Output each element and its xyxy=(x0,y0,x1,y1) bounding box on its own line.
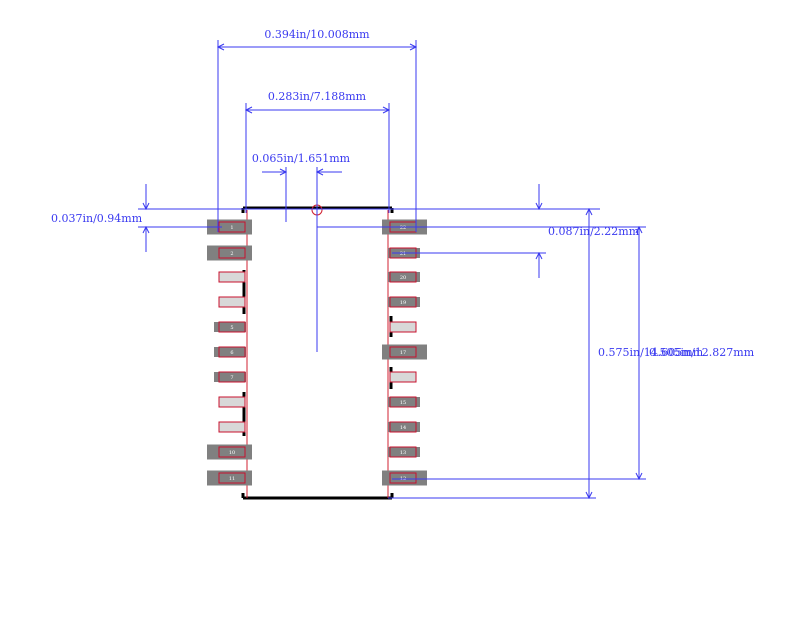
pitch-label: 0.087in/2.22mm xyxy=(548,225,640,238)
pad-edge xyxy=(218,346,246,358)
pad-number: 20 xyxy=(400,275,406,281)
pad-empty xyxy=(218,421,246,433)
pad-edge xyxy=(389,472,417,484)
pad-edge xyxy=(389,421,417,433)
package-width-label: 0.394in/10.008mm xyxy=(264,28,370,41)
pad-number: 7 xyxy=(230,375,233,381)
pad-number: 17 xyxy=(400,350,406,356)
pad xyxy=(388,397,420,407)
pad-edge xyxy=(389,296,417,308)
pad xyxy=(207,470,252,486)
pad-number: 22 xyxy=(400,225,406,231)
pad-number: 6 xyxy=(230,350,233,356)
pad xyxy=(388,272,420,282)
pad-edge xyxy=(389,446,417,458)
body-length-label: 0.575in/14.605mm xyxy=(598,346,704,359)
pad-empty xyxy=(218,296,246,308)
pad xyxy=(214,347,246,357)
pad-empty xyxy=(389,371,417,383)
pad-number: 14 xyxy=(400,425,406,431)
dimension-lines xyxy=(138,40,646,500)
pad-number: 1 xyxy=(230,225,233,231)
pad-edge xyxy=(218,371,246,383)
lead-width-label: 0.065in/1.651mm xyxy=(252,152,351,165)
pad xyxy=(388,297,420,307)
pad-empty xyxy=(389,321,417,333)
pad-number: 13 xyxy=(400,450,406,456)
pad xyxy=(214,372,246,382)
pad-empty xyxy=(218,396,246,408)
pad-number: 15 xyxy=(400,400,406,406)
pad-empty xyxy=(218,271,246,283)
pad xyxy=(207,245,252,261)
pad-edge xyxy=(389,396,417,408)
pin-span-label: 0.505in/12.827mm xyxy=(649,346,755,359)
pad-edge xyxy=(389,346,417,358)
pad-edge xyxy=(389,271,417,283)
pad xyxy=(388,447,420,457)
pad xyxy=(207,444,252,460)
body-width-label: 0.283in/7.188mm xyxy=(268,90,367,103)
pad-edge xyxy=(218,446,246,458)
pad xyxy=(388,422,420,432)
dimension-labels: 0.394in/10.008mm 0.283in/7.188mm 0.065in… xyxy=(51,28,755,359)
pad-edge xyxy=(218,472,246,484)
pad-edge xyxy=(218,247,246,259)
pad xyxy=(214,322,246,332)
pad-number: 21 xyxy=(400,251,406,257)
pad-number: 5 xyxy=(230,325,233,331)
pad-number: 10 xyxy=(229,450,235,456)
pad-number: 19 xyxy=(400,300,406,306)
pad-number: 2 xyxy=(230,251,233,257)
lead-length-label: 0.037in/0.94mm xyxy=(51,212,143,225)
pad-edge xyxy=(218,321,246,333)
pad-number: 11 xyxy=(229,476,235,482)
